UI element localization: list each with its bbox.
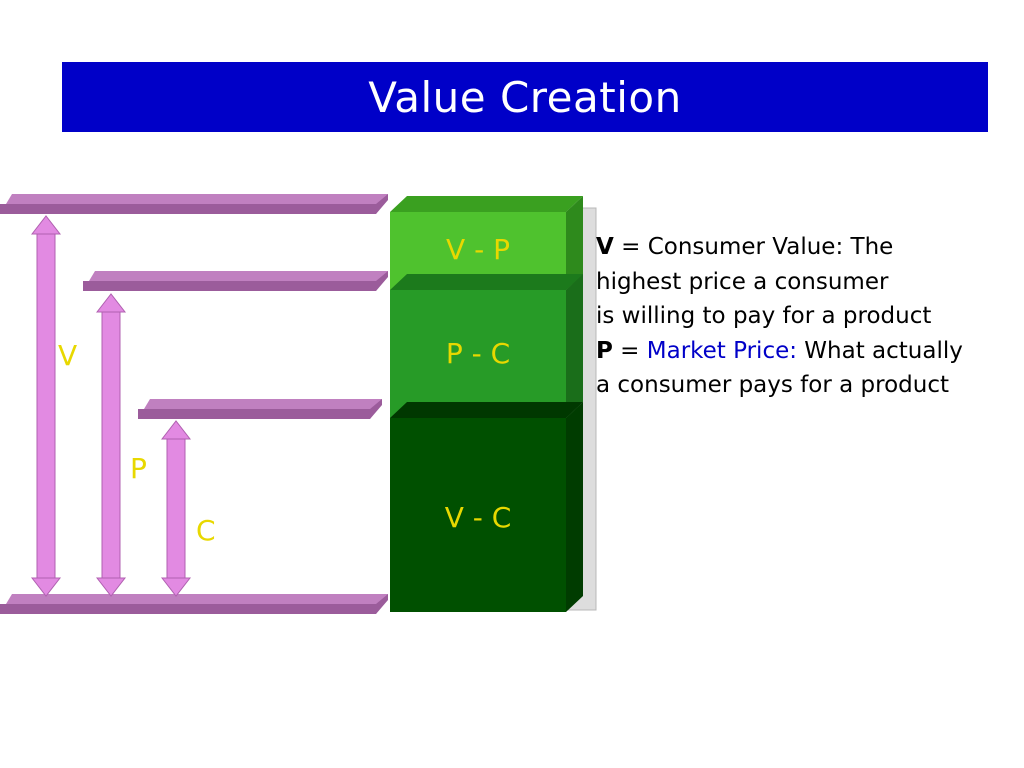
label-p: P [130,452,147,485]
term-market-price: Market Price: [646,337,797,364]
shelf-top [0,194,388,214]
label-c: C [196,514,216,547]
definition-v-line-3: is willing to pay for a product [596,303,932,329]
arrow-v [30,215,62,597]
term-v: V [596,234,614,260]
block-p-minus-c [390,274,583,418]
shelf-cost [138,399,382,419]
definitions: V = Consumer Value: The highest price a … [596,230,1021,403]
arrow-p [95,293,127,597]
stack-label-p-minus-c: P - C [445,337,511,370]
label-v: V [58,339,78,372]
shelf-price [83,271,388,291]
arrow-c [160,420,192,597]
term-p: P [596,337,613,364]
definition-p-line-1: P = Market Price: What actually [596,337,963,364]
definition-v-line-1: V = Consumer Value: The [596,234,894,260]
definition-p-line-2: a consumer pays for a product [596,372,949,398]
stack-label-v-minus-c: V - C [444,501,512,534]
page-title: Value Creation [62,62,988,132]
shelf-bottom [0,594,388,614]
definition-v-line-2: highest price a consumer [596,268,889,295]
block-v-minus-c [390,402,583,612]
stack-label-v-minus-p: V - P [446,233,510,266]
